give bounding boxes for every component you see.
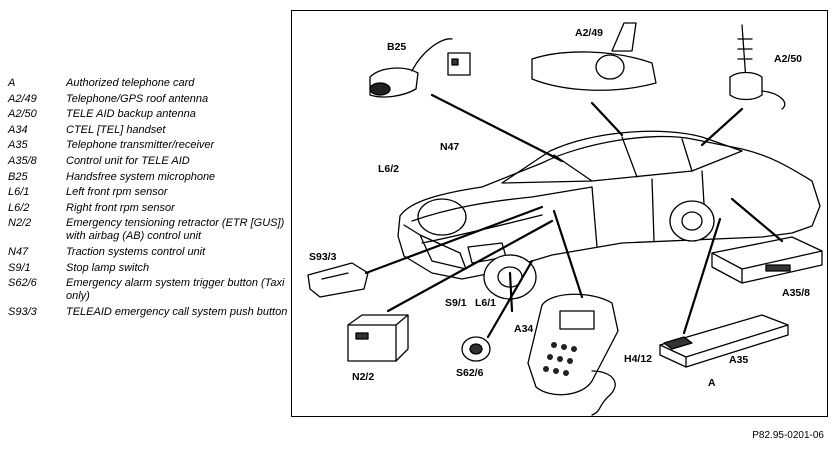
s626-button-illustration — [461, 336, 491, 362]
legend-code: B25 — [8, 170, 28, 183]
legend-code: S62/6 — [8, 277, 37, 290]
legend-code: N47 — [8, 245, 29, 258]
legend-code: L6/2 — [8, 201, 30, 214]
legend-row: N2/2 Emergency tensioning retractor (ETR … — [8, 217, 290, 243]
legend-description: Authorized telephone card — [66, 77, 195, 89]
callout-a: A — [708, 377, 716, 389]
callout-a34: A34 — [514, 323, 534, 335]
legend-description: TELE AID backup antenna — [66, 108, 196, 121]
legend-description: Handsfree system microphone — [66, 170, 216, 183]
legend-row: S9/1 Stop lamp switch — [8, 262, 290, 275]
callout-s91: S9/1 — [445, 297, 467, 309]
callout-s933: S93/3 — [309, 251, 337, 263]
a250-backup-antenna-illustration — [729, 24, 786, 110]
legend-row: L6/2 Right front rpm sensor — [8, 202, 290, 215]
car-illustration — [397, 130, 821, 300]
legend-description: Emergency alarm system trigger button (T… — [66, 277, 285, 303]
callout-b25: B25 — [387, 41, 407, 53]
legend-row: A2/50 TELE AID backup antenna — [8, 108, 290, 121]
legend-description: Traction systems control unit — [66, 245, 206, 258]
legend-row: S93/3 TELEAID emergency call system push … — [8, 306, 290, 319]
legend-row: B25 Handsfree system microphone — [8, 171, 290, 184]
callout-a249: A2/49 — [575, 27, 604, 39]
s933-button-illustration — [307, 262, 369, 298]
legend-code: A2/49 — [8, 92, 37, 105]
legend-row: S62/6 Emergency alarm system trigger butt… — [8, 277, 290, 303]
legend-row: L6/1 Left front rpm sensor — [8, 186, 290, 199]
legend-code: A — [8, 77, 16, 89]
legend-row: N47 Traction systems control unit — [8, 246, 290, 259]
legend-code: A35 — [8, 139, 28, 152]
legend-row: A35 Telephone transmitter/receiver — [8, 139, 290, 152]
callout-s626: S62/6 — [456, 367, 484, 379]
legend-row: A Authorized telephone card — [8, 77, 290, 90]
callout-n47: N47 — [440, 141, 460, 153]
callout-a35: A35 — [729, 354, 749, 366]
legend-description: Telephone transmitter/receiver — [66, 139, 215, 152]
legend-row: A35/8 Control unit for TELE AID — [8, 155, 290, 168]
callout-h412: H4/12 — [624, 353, 653, 365]
vehicle-component-diagram: B25 A2/49 A2/50 N47 L6/2 S93/3 S9/1 L6/1… — [291, 10, 828, 417]
legend-code: S9/1 — [8, 261, 31, 274]
a35-transceiver-illustration — [659, 314, 789, 368]
legend-description: Control unit for TELE AID — [66, 154, 190, 167]
legend-description: Left front rpm sensor — [66, 186, 168, 199]
legend-description: Stop lamp switch — [66, 261, 150, 274]
legend-description: TELEAID emergency call system push butto… — [66, 305, 288, 318]
legend-code: L6/1 — [8, 186, 30, 199]
legend-row: A34 CTEL [TEL] handset — [8, 124, 290, 137]
n22-control-unit-illustration — [347, 314, 409, 362]
legend-description: Right front rpm sensor — [66, 201, 175, 214]
legend-code: A2/50 — [8, 108, 37, 121]
callout-l61: L6/1 — [475, 297, 497, 309]
b25-microphone-illustration — [369, 38, 471, 98]
legend-row: A2/49 Telephone/GPS roof antenna — [8, 93, 290, 106]
callout-l62: L6/2 — [378, 163, 400, 175]
legend-code: A35/8 — [8, 154, 37, 167]
legend-description: CTEL [TEL] handset — [66, 123, 166, 136]
callout-a358: A35/8 — [782, 287, 811, 299]
callout-a250: A2/50 — [774, 53, 803, 65]
a34-handset-illustration — [527, 293, 619, 416]
legend-description: Telephone/GPS roof antenna — [66, 92, 209, 105]
a249-roof-antenna-illustration — [531, 22, 657, 91]
legend-description: Emergency tensioning retractor (ETR [GUS… — [66, 217, 285, 243]
legend-code: S93/3 — [8, 305, 37, 318]
diagram-drawing — [307, 22, 823, 416]
legend-code: A34 — [8, 123, 28, 136]
legend-code: N2/2 — [8, 217, 32, 230]
figure-reference-id: P82.95-0201-06 — [752, 430, 824, 441]
a358-control-unit-illustration — [711, 236, 823, 284]
callout-n22: N2/2 — [352, 371, 375, 383]
leader-lines — [364, 93, 784, 339]
